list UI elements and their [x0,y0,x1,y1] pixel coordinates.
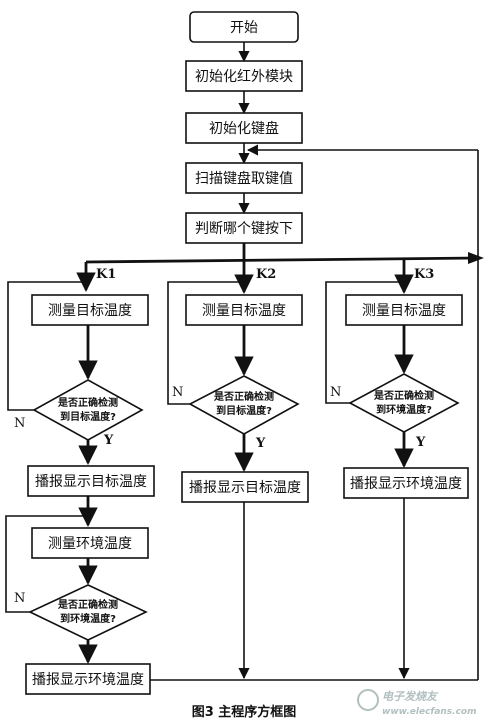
k2-check-line2: 到目标温度? [216,404,272,417]
k1-env-no-loop [5,515,88,613]
k3-no-label: N [330,385,341,400]
judge-label: 判断哪个键按下 [195,221,293,237]
k2-report-label: 播报显示目标温度 [189,480,301,496]
k2-measure-node: 测量目标温度 [185,294,303,326]
k1-report-node: 播报显示目标温度 [27,465,155,497]
k2-report-node: 播报显示目标温度 [181,471,309,503]
k1-no-loop [7,281,86,411]
k1-env-report-node: 播报显示环境温度 [25,663,151,695]
k1-yes-label: Y [103,433,114,448]
figure-caption: 图3 主程序方框图 [192,704,297,720]
start-label: 开始 [230,20,258,36]
k1-report-label: 播报显示目标温度 [35,474,147,490]
k3-report-node: 播报显示环境温度 [343,467,469,499]
watermark-brand: 电子发烧友 [382,690,439,703]
judge-node: 判断哪个键按下 [185,212,303,244]
k3-yes-label: Y [415,435,426,450]
k1-label: K1 [96,267,116,282]
scan-node: 扫描键盘取键值 [185,162,303,194]
k1-check-line1: 是否正确检测 [57,396,118,409]
k3-check-decision: 是否正确检测 到环境温度? [348,373,460,433]
k1-check-decision: 是否正确检测 到目标温度? [32,379,144,441]
k1-no-label: N [14,416,25,431]
k1-env-check-line1: 是否正确检测 [57,598,118,611]
k1-measure-label: 测量目标温度 [48,303,132,319]
k1-env-check-line2: 到环境温度? [60,612,116,625]
k3-measure-node: 测量目标温度 [345,294,463,326]
k2-yes-label: Y [255,436,266,451]
branch-bar-arrowhead [468,252,484,264]
init-ir-label: 初始化红外模块 [195,68,293,85]
k2-check-decision: 是否正确检测 到目标温度? [188,375,300,435]
k3-report-label: 播报显示环境温度 [350,476,462,492]
watermark-circle-icon [357,689,379,711]
k1-check-line2: 到目标温度? [60,410,116,423]
k1-env-check-decision: 是否正确检测 到环境温度? [28,584,148,641]
k1-env-no-label: N [14,591,25,606]
k1-env-measure-node: 测量环境温度 [31,527,149,559]
branch-bar [85,256,479,264]
k3-measure-label: 测量目标温度 [362,303,446,319]
scan-label: 扫描键盘取键值 [195,170,293,187]
k2-check-line1: 是否正确检测 [213,390,274,403]
watermark-url: www.elecfans.com [382,707,476,717]
k3-label: K3 [414,267,434,282]
watermark-logo: 电子发烧友 www.elecfans.com [357,689,476,717]
k1-env-report-label: 播报显示环境温度 [32,672,144,688]
k2-measure-label: 测量目标温度 [202,303,286,319]
k1-measure-node: 测量目标温度 [31,294,149,326]
init-kb-label: 初始化键盘 [209,120,279,137]
k3-no-loop [325,281,404,404]
k2-no-label: N [172,385,183,400]
k3-check-line2: 到环境温度? [376,403,432,416]
k2-no-loop [167,281,244,405]
init-kb-node: 初始化键盘 [185,112,303,144]
k1-env-measure-label: 测量环境温度 [48,536,132,552]
k2-label: K2 [256,267,276,282]
start-node: 开始 [189,11,299,43]
k3-check-line1: 是否正确检测 [373,389,434,402]
init-ir-node: 初始化红外模块 [185,60,303,92]
